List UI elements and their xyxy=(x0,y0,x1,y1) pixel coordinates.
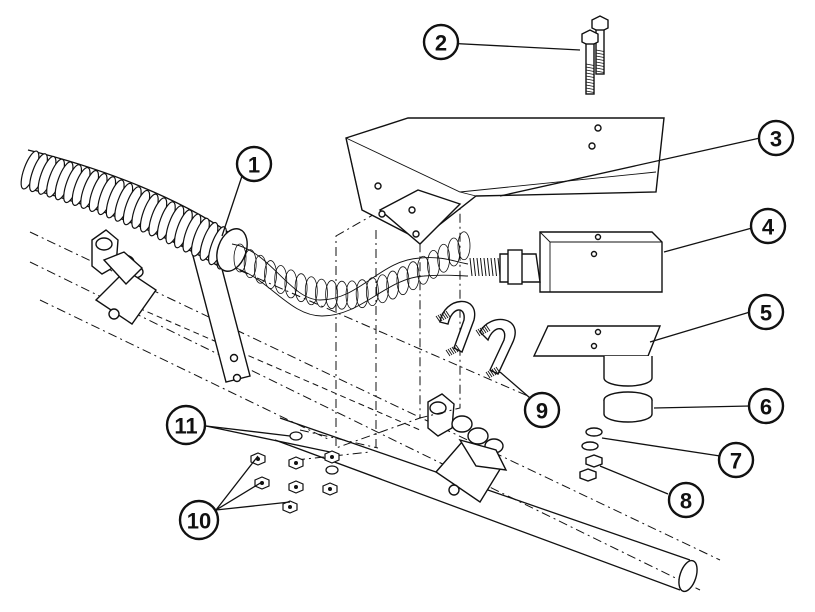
callout-9: 9 xyxy=(523,391,561,429)
callout-1-label: 1 xyxy=(248,153,260,178)
callout-8: 8 xyxy=(667,481,705,519)
callout-1: 1 xyxy=(235,145,273,183)
callout-5-label: 5 xyxy=(760,301,772,326)
switch-box xyxy=(469,231,663,293)
callout-4: 4 xyxy=(749,207,787,245)
right-axle-clamp xyxy=(427,393,508,503)
callout-9-label: 9 xyxy=(536,399,548,424)
callout-3-label: 3 xyxy=(770,127,782,152)
callout-11-label: 11 xyxy=(174,414,197,439)
right-hardware xyxy=(579,427,603,482)
left-frame-clamp xyxy=(91,229,157,325)
coiled-conduit xyxy=(20,149,248,272)
callout-10-label: 10 xyxy=(187,509,211,534)
callout-3: 3 xyxy=(757,119,795,157)
housing-bracket xyxy=(345,117,665,245)
callout-4-label: 4 xyxy=(762,215,775,240)
plate-cylinder xyxy=(532,325,662,387)
callout-10: 10 xyxy=(178,499,220,541)
leader-lines xyxy=(205,41,761,511)
callout-2-label: 2 xyxy=(435,31,447,56)
u-bolts xyxy=(435,300,516,379)
callout-6: 6 xyxy=(747,387,785,425)
callout-11: 11 xyxy=(165,404,207,446)
bolts xyxy=(581,15,609,95)
callout-2: 2 xyxy=(422,23,460,61)
callout-7: 7 xyxy=(717,441,755,479)
callout-7-label: 7 xyxy=(730,449,742,474)
callout-5: 5 xyxy=(747,293,785,331)
spring-hose xyxy=(231,231,471,317)
callout-6-label: 6 xyxy=(760,395,772,420)
callout-8-label: 8 xyxy=(680,489,692,514)
round-pad xyxy=(603,391,653,423)
left-hardware xyxy=(250,431,340,514)
